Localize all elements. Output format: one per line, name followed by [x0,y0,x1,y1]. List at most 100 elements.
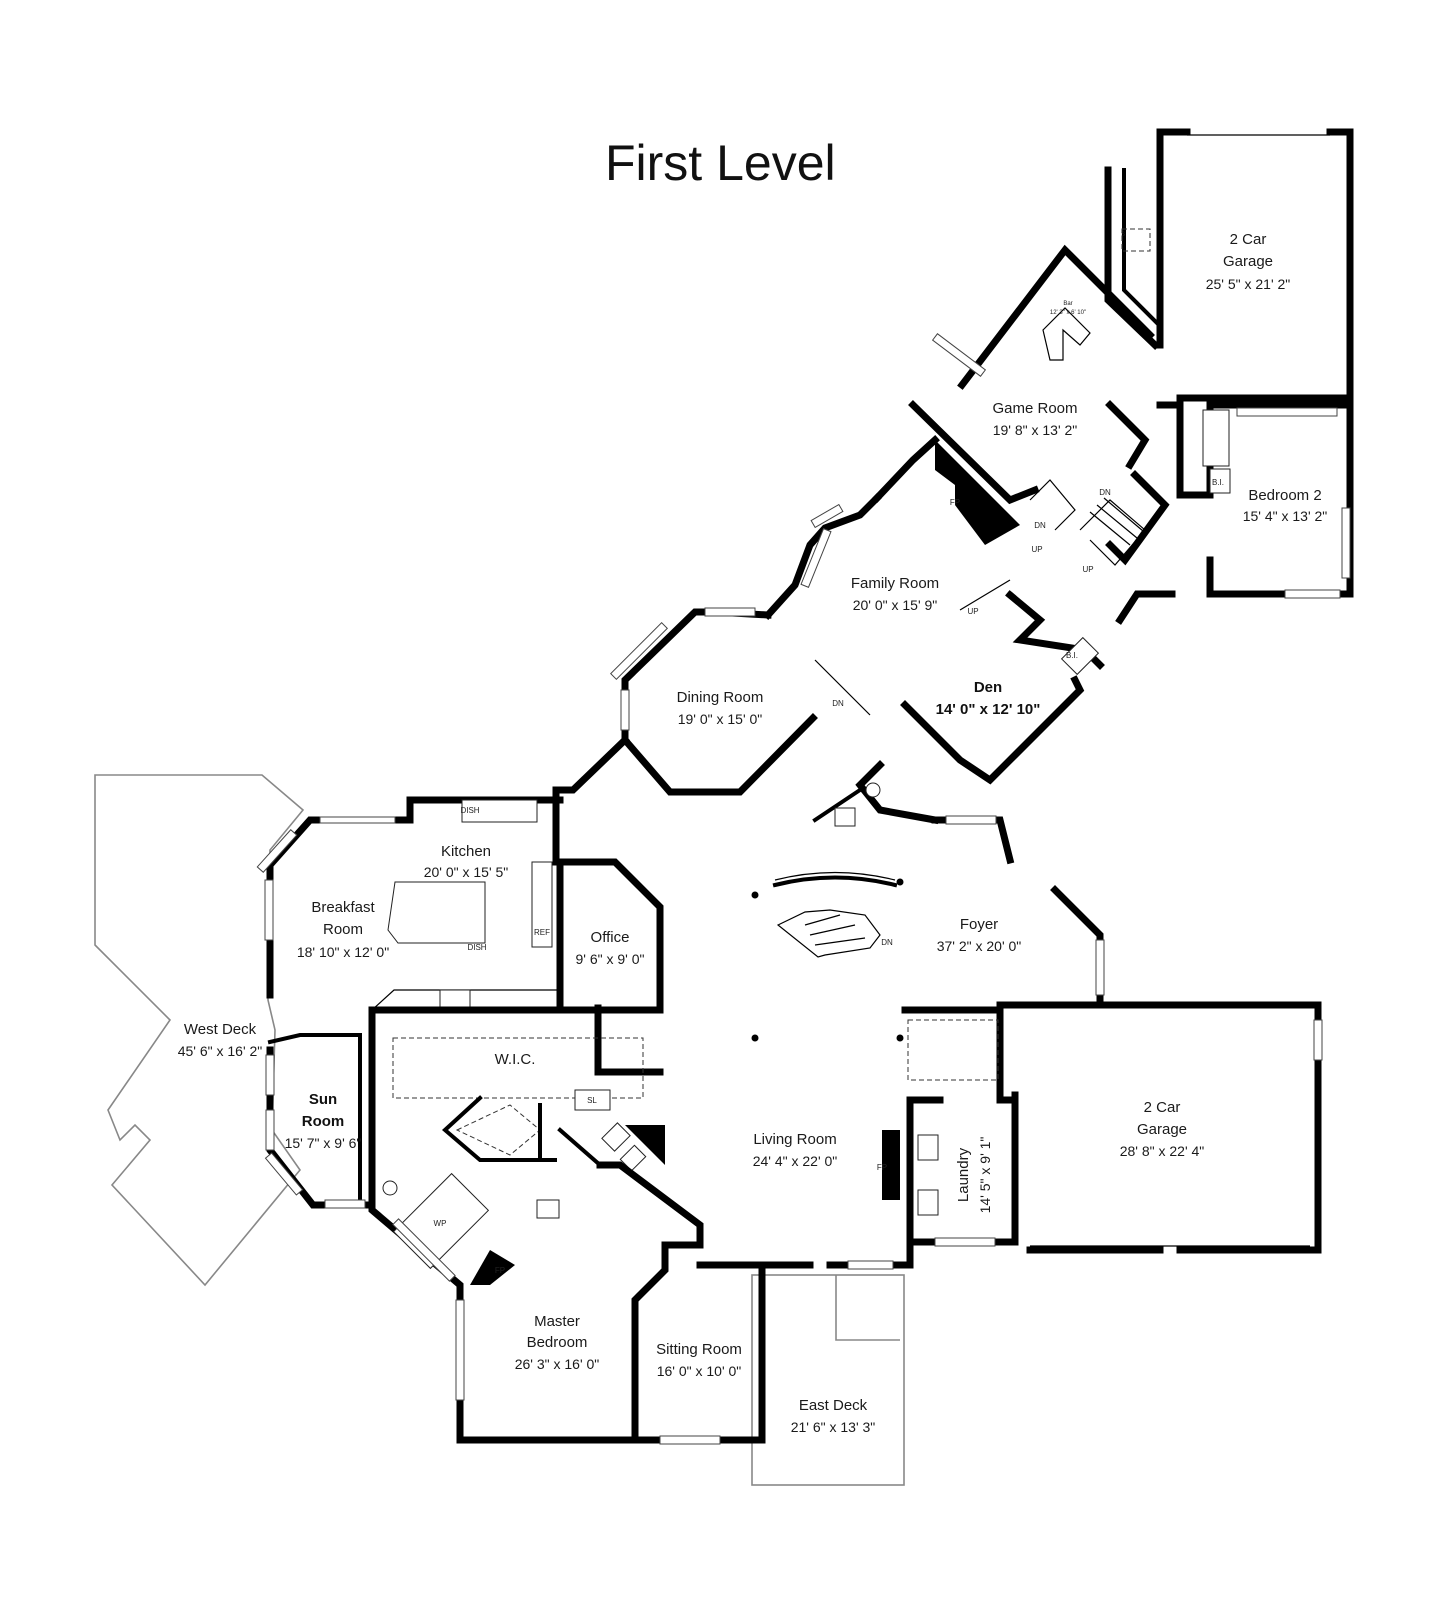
dishwasher-label-1: DISH [460,806,479,815]
living-room-dim: 24' 4" x 22' 0" [753,1153,838,1169]
wic-name: W.I.C. [495,1051,536,1068]
room-family-room: Family Room 20' 0" x 15' 9" [851,575,939,613]
garage-south-name-2: Garage [1137,1121,1187,1138]
master-bedroom-dim: 26' 3" x 16' 0" [515,1356,600,1372]
garage-south-dim: 28' 8" x 22' 4" [1120,1143,1205,1159]
foyer-walls [751,815,1105,1042]
den-walls [900,579,1105,785]
foyer-name: Foyer [960,916,998,933]
west-deck-outline [94,774,305,1287]
garage-north-name-2: Garage [1223,253,1273,270]
family-room-dim: 20' 0" x 15' 9" [853,597,938,613]
breakfast-name-1: Breakfast [311,899,375,916]
kitchen-dim: 20' 0" x 15' 5" [424,864,509,880]
built-in-label-1: B.I. [1212,478,1224,487]
dining-room-name: Dining Room [677,689,764,706]
east-deck-dim: 21' 6" x 13' 3" [791,1419,876,1435]
west-deck-dim: 45' 6" x 16' 2" [178,1043,263,1059]
office-name: Office [591,929,630,946]
room-sun-room: Sun Room 15' 7" x 9' 6" [285,1091,362,1151]
room-wic: W.I.C. [495,1051,536,1068]
kitchen-name: Kitchen [441,843,491,860]
room-dining-room: Dining Room 19' 0" x 15' 0" [677,689,764,727]
fireplace-label-master: FP [495,1266,505,1275]
fireplace-label-family: FP [950,498,960,507]
master-bedroom-name-2: Bedroom [527,1334,588,1351]
living-room-name: Living Room [753,1131,836,1148]
built-in-label-2: B.I. [1066,651,1078,660]
foyer-dim: 37' 2" x 20' 0" [937,938,1022,954]
sl-label: SL [587,1096,597,1105]
room-den: Den 14' 0" x 12' 10" [936,679,1041,718]
dining-room-walls [552,607,818,796]
stair-up-label-1: UP [1031,545,1042,554]
master-bedroom-name-1: Master [534,1313,580,1330]
bedroom2-name: Bedroom 2 [1248,487,1321,504]
breakfast-dim: 18' 10" x 12' 0" [297,944,389,960]
family-room-walls [763,435,1020,716]
s-label: S [1121,232,1125,238]
game-room-dim: 19' 8" x 13' 2" [993,422,1078,438]
room-master-bedroom: Master Bedroom 26' 3" x 16' 0" [515,1313,600,1372]
room-breakfast: Breakfast Room 18' 10" x 12' 0" [297,899,389,960]
stair-dn-label-2: DN [1099,488,1111,497]
west-deck-name: West Deck [184,1021,257,1038]
room-foyer: Foyer 37' 2" x 20' 0" [937,916,1022,954]
room-laundry: Laundry 14' 5" x 9' 1" [955,1137,993,1214]
east-deck-outline [751,1274,905,1486]
bedroom2-dim: 15' 4" x 13' 2" [1243,508,1328,524]
room-kitchen: Kitchen 20' 0" x 15' 5" [424,843,509,880]
bedroom2-walls [1115,401,1354,625]
game-room-walls [908,244,1155,505]
stair-dn-label-3: DN [832,699,844,708]
bar-dim: 12' 3" x 6' 10" [1050,310,1086,316]
family-room-name: Family Room [851,575,939,592]
fireplace-label-living: FP [877,1163,887,1172]
room-bedroom2: Bedroom 2 15' 4" x 13' 2" [1243,487,1328,524]
refrigerator-label: REF [534,928,550,937]
room-garage-south: 2 Car Garage 28' 8" x 22' 4" [1120,1099,1205,1159]
plan-title: First Level [605,135,836,191]
laundry-dim: 14' 5" x 9' 1" [977,1137,993,1214]
game-room-name: Game Room [992,400,1077,417]
powder-room-walls [812,760,940,827]
room-garage-north: 2 Car Garage 25' 5" x 21' 2" [1206,231,1291,292]
stair-walls [1029,470,1170,566]
dishwasher-label-2: DISH [467,943,486,952]
stair-dn-label-1: DN [1034,521,1046,530]
dining-room-dim: 19' 0" x 15' 0" [678,711,763,727]
room-sitting-room: Sitting Room 16' 0" x 10' 0" [656,1341,742,1379]
breakfast-name-2: Room [323,921,363,938]
garage-north-name-1: 2 Car [1230,231,1267,248]
living-room-walls [758,1130,914,1270]
sun-room-dim: 15' 7" x 9' 6" [285,1135,362,1151]
kitchen-walls [256,786,664,1014]
garage-south-name-1: 2 Car [1144,1099,1181,1116]
stair-dn-label-4: DN [881,938,893,947]
room-living-room: Living Room 24' 4" x 22' 0" [753,1131,838,1169]
den-name: Den [974,679,1002,696]
room-west-deck: West Deck 45' 6" x 16' 2" [178,1021,263,1059]
garage-north-dim: 25' 5" x 21' 2" [1206,276,1291,292]
laundry-name: Laundry [955,1147,972,1202]
garage-south-walls [996,1001,1323,1254]
room-east-deck: East Deck 21' 6" x 13' 3" [791,1397,876,1435]
master-bedroom-walls [392,1127,766,1445]
stair-up-label-3: UP [967,607,978,616]
den-dim: 14' 0" x 12' 10" [936,701,1041,718]
room-game-room: Game Room 19' 8" x 13' 2" [992,400,1077,438]
bar-name: Bar [1063,301,1072,307]
sun-room-name-1: Sun [309,1091,337,1108]
sun-room-name-2: Room [302,1113,345,1130]
office-dim: 9' 6" x 9' 0" [576,951,645,967]
laundry-walls [901,1006,1019,1247]
sitting-room-dim: 16' 0" x 10' 0" [657,1363,742,1379]
east-deck-name: East Deck [799,1397,868,1414]
sitting-room-name: Sitting Room [656,1341,742,1358]
sun-room-walls [264,946,376,1209]
room-office: Office 9' 6" x 9' 0" [576,929,645,967]
garage-north-walls [1104,128,1354,402]
stair-up-label-2: UP [1082,565,1093,574]
whirlpool-label: WP [434,1219,447,1228]
